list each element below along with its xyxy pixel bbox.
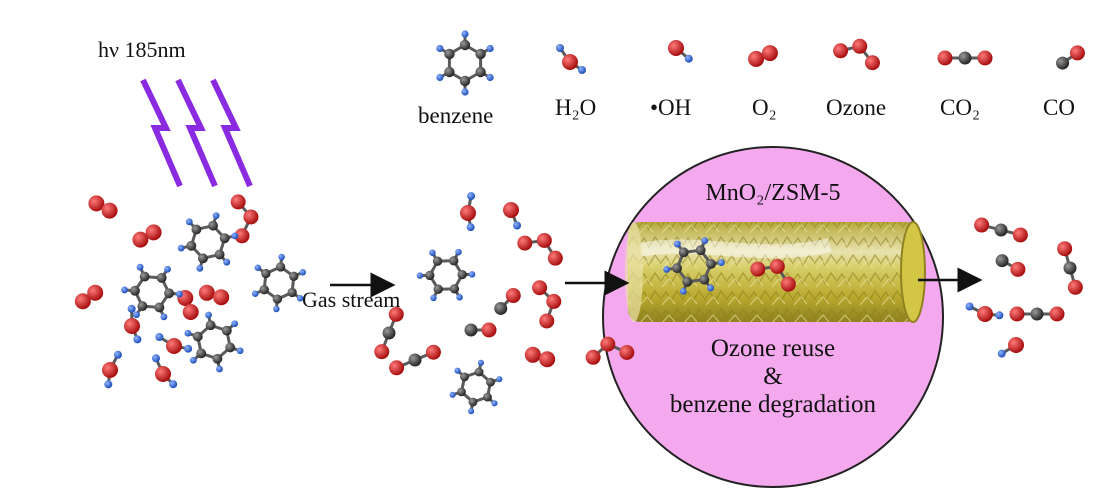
water-molecule-icon xyxy=(556,44,586,74)
benzene-molecule-icon xyxy=(251,253,307,313)
hydroxyl-radical-icon xyxy=(997,337,1024,358)
gas-stream-label: Gas stream xyxy=(302,287,400,312)
benzene-molecule-icon xyxy=(184,311,244,373)
ozone-molecule-icon xyxy=(517,232,563,266)
ozone-molecule-icon xyxy=(585,336,635,365)
oxygen-molecule-icon xyxy=(524,346,556,368)
uv-bolt-icon xyxy=(210,78,253,188)
benzene-molecule-icon xyxy=(121,263,183,321)
water-molecule-icon xyxy=(151,354,178,389)
legend-label-hydroxyl: •OH xyxy=(650,95,691,120)
uv-light-label: hν 185nm xyxy=(98,37,186,62)
hydroxyl-radical-icon xyxy=(503,202,522,230)
water-molecule-icon xyxy=(124,304,142,344)
carbon-dioxide-molecule-icon xyxy=(974,217,1028,243)
carbon-monoxide-molecule-icon xyxy=(995,254,1026,277)
water-molecule-icon xyxy=(155,332,193,354)
legend-label-carbon-dioxide: CO₂ xyxy=(940,95,980,120)
legend-label-carbon-monoxide: CO xyxy=(1043,95,1075,120)
benzene-molecule-icon xyxy=(416,248,476,302)
ozone-molecule-icon xyxy=(230,194,259,244)
uv-bolt-icon xyxy=(175,78,218,188)
oxygen-molecule-icon xyxy=(88,195,118,219)
oxygen-molecule-icon xyxy=(177,290,199,320)
carbon-dioxide-molecule-icon xyxy=(389,344,441,376)
benzene-molecule-icon xyxy=(177,212,239,272)
carbon-monoxide-molecule-icon xyxy=(464,322,497,338)
carbon-dioxide-molecule-icon xyxy=(1057,241,1083,295)
oxygen-molecule-icon xyxy=(74,284,104,310)
process-line-ampersand: & xyxy=(763,363,782,390)
catalyst-label: MnO₂/ZSM-5 xyxy=(705,180,840,206)
ozone-molecule-icon xyxy=(833,38,880,71)
oxygen-molecule-icon xyxy=(748,45,778,67)
water-molecule-icon xyxy=(102,350,122,389)
uv-bolt-icon xyxy=(140,78,183,188)
process-line-ozone-reuse: Ozone reuse xyxy=(711,335,835,362)
legend-label-water: H₂O xyxy=(555,95,596,120)
water-molecule-icon xyxy=(965,302,1004,322)
oxygen-molecule-icon xyxy=(132,224,162,248)
carbon-dioxide-molecule-icon xyxy=(374,306,404,360)
carbon-dioxide-molecule-icon xyxy=(1009,306,1065,322)
water-molecule-icon xyxy=(460,192,476,232)
benzene-molecule-icon xyxy=(449,359,503,415)
uv-light-bolts xyxy=(140,78,253,188)
legend-label-ozone: Ozone xyxy=(826,95,886,120)
carbon-dioxide-molecule-icon xyxy=(937,50,993,66)
benzene-molecule-icon xyxy=(436,30,494,96)
legend: benzene H₂O •OH O₂ Ozone CO₂ CO xyxy=(418,95,1075,128)
legend-label-oxygen: O₂ xyxy=(752,95,777,120)
legend-label-benzene: benzene xyxy=(418,103,493,128)
ozone-molecule-icon xyxy=(532,280,562,329)
carbon-monoxide-molecule-icon xyxy=(494,288,521,315)
hydroxyl-radical-icon xyxy=(668,40,693,63)
carbon-monoxide-molecule-icon xyxy=(1056,45,1085,70)
ozone-molecule-icon xyxy=(750,258,796,292)
oxygen-molecule-icon xyxy=(198,284,230,306)
process-line-benzene-degradation: benzene degradation xyxy=(670,391,877,418)
molecule-layer xyxy=(74,30,1085,415)
benzene-molecule-icon xyxy=(663,237,725,295)
